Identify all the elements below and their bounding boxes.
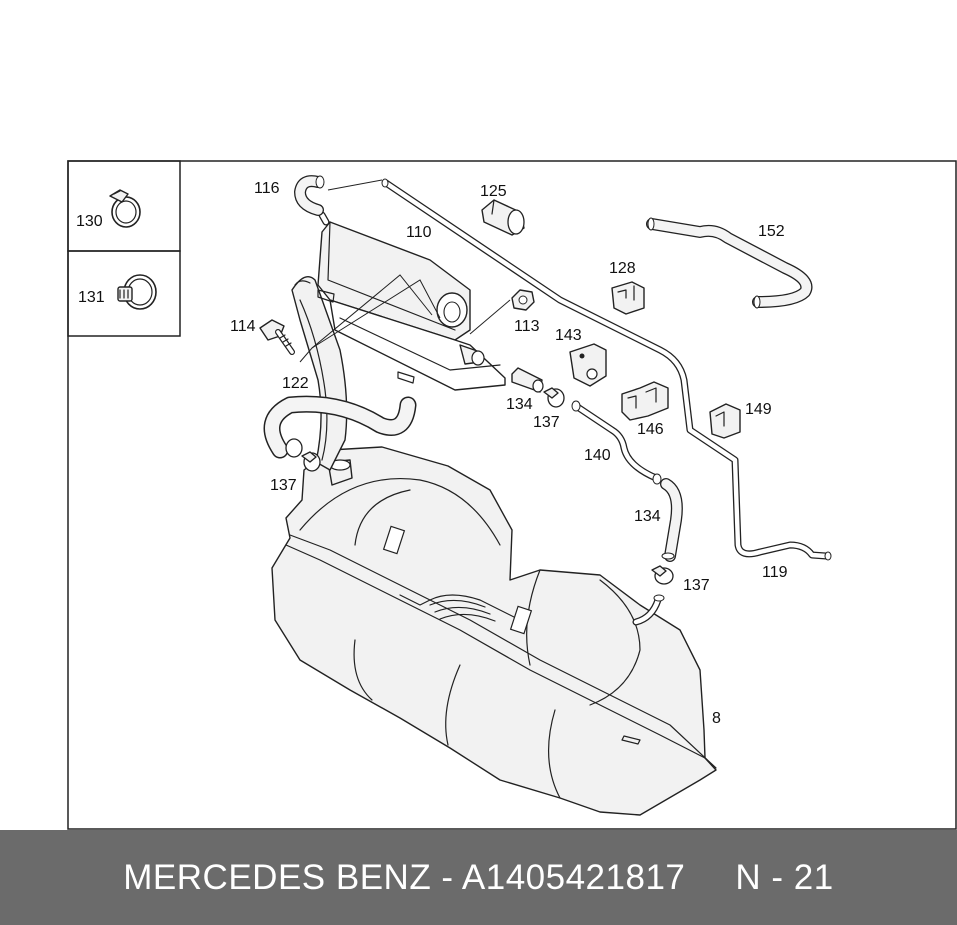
label-137-lower: 137 bbox=[683, 577, 710, 594]
label-137-left: 137 bbox=[270, 477, 297, 494]
label-113: 113 bbox=[514, 318, 540, 335]
band-clamp-131-icon bbox=[117, 274, 157, 310]
inset-panel bbox=[67, 160, 181, 337]
label-152: 152 bbox=[758, 223, 785, 240]
bolt-114 bbox=[259, 319, 295, 355]
label-116: 116 bbox=[254, 180, 280, 197]
label-131: 131 bbox=[78, 289, 105, 306]
label-114: 114 bbox=[230, 318, 256, 335]
label-130: 130 bbox=[76, 213, 103, 230]
label-146: 146 bbox=[637, 421, 664, 438]
label-134-lower: 134 bbox=[634, 508, 661, 525]
label-122: 122 bbox=[282, 375, 309, 392]
clip-146 bbox=[621, 381, 669, 421]
bracket-143 bbox=[569, 343, 607, 387]
clamp-137-left bbox=[301, 451, 321, 472]
label-8: 8 bbox=[712, 710, 721, 727]
label-134-upper: 134 bbox=[506, 396, 533, 413]
footer-part-number: MERCEDES BENZ - A1405421817 bbox=[123, 857, 686, 897]
hose-clamp-130-icon bbox=[109, 189, 141, 228]
elbow-hose-116 bbox=[294, 175, 325, 216]
clip-128 bbox=[611, 281, 645, 315]
clamp-137-lower bbox=[651, 565, 674, 585]
parts-diagram: 116 110 125 152 128 114 113 143 122 134 … bbox=[67, 160, 957, 830]
fuel-tank-8 bbox=[271, 446, 717, 816]
label-125: 125 bbox=[480, 183, 507, 200]
carbon-canister-110 bbox=[317, 211, 506, 391]
pipe-140 bbox=[571, 400, 662, 485]
footer-page-ref: N - 21 bbox=[735, 857, 834, 897]
nut-113 bbox=[511, 289, 535, 311]
clamp-137-upper bbox=[543, 387, 565, 408]
label-137-upper: 137 bbox=[533, 414, 560, 431]
label-149: 149 bbox=[745, 401, 772, 418]
hose-134-lower bbox=[660, 478, 683, 562]
hose-sleeve-134-upper bbox=[511, 367, 544, 393]
label-110: 110 bbox=[406, 224, 432, 241]
diagram-frame bbox=[67, 160, 957, 830]
label-128: 128 bbox=[609, 260, 636, 277]
footer-banner: MERCEDES BENZ - A1405421817 N - 21 bbox=[0, 830, 957, 925]
leader-lines bbox=[299, 179, 511, 363]
filler-hose-122 bbox=[263, 276, 417, 471]
grommet-125 bbox=[481, 199, 525, 236]
vent-line-119 bbox=[381, 178, 832, 561]
clip-149 bbox=[709, 403, 741, 439]
label-119: 119 bbox=[762, 564, 788, 581]
label-143: 143 bbox=[555, 327, 582, 344]
label-140: 140 bbox=[584, 447, 611, 464]
hose-152 bbox=[646, 217, 813, 309]
